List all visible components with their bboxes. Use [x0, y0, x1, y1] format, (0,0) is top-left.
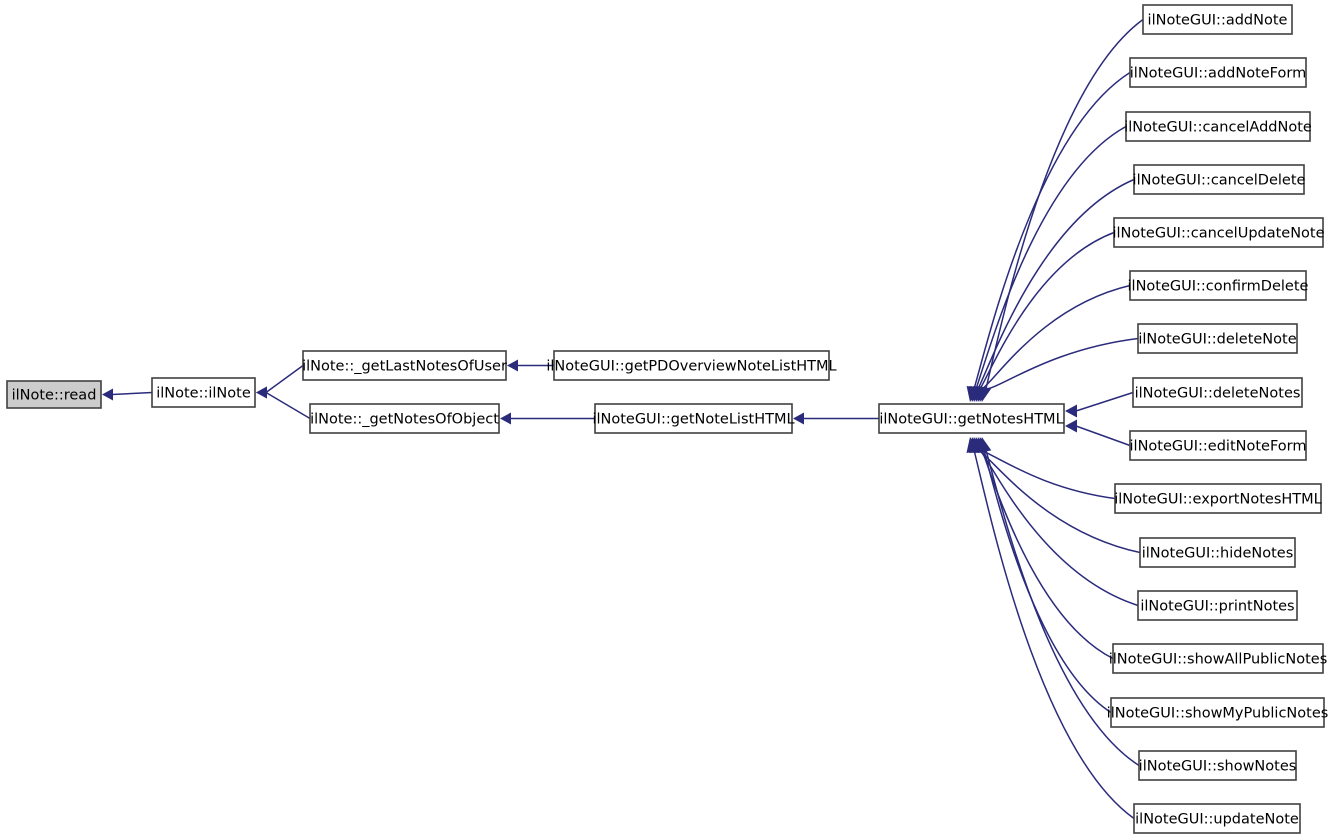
- node-getLastNotesOfUser[interactable]: ilNote::_getLastNotesOfUser: [302, 350, 507, 381]
- node-box-deleteNote[interactable]: [1137, 323, 1298, 354]
- node-label-cancelAddNote: ilNoteGUI::cancelAddNote: [1124, 120, 1312, 136]
- node-layer: ilNote::read ilNote::ilNote ilNote::_getLa…: [6, 4, 1329, 834]
- edge-arrowhead: [966, 437, 980, 453]
- edge-addNoteForm-to-getNotesHTML: [966, 71, 1131, 402]
- node-label-getNotesOfObject: ilNote::_getNotesOfObject: [310, 412, 499, 428]
- node-label-getPDOverviewNoteListHTML: ilNoteGUI::getPDOverviewNoteListHTML: [546, 359, 836, 375]
- node-deleteNote[interactable]: ilNoteGUI::deleteNote: [1137, 323, 1298, 354]
- node-updateNote[interactable]: ilNoteGUI::updateNote: [1133, 803, 1301, 834]
- node-label-confirmDelete: ilNoteGUI::confirmDelete: [1128, 279, 1309, 295]
- node-label-addNote: ilNoteGUI::addNote: [1148, 13, 1288, 29]
- node-label-deleteNotes: ilNoteGUI::deleteNotes: [1135, 386, 1301, 402]
- node-ilNote[interactable]: ilNote::ilNote: [151, 377, 256, 408]
- edge-printNotes-to-getNotesHTML: [972, 437, 1139, 607]
- node-box-getNoteListHTML[interactable]: [594, 403, 793, 434]
- node-showMyPublicNotes[interactable]: ilNoteGUI::showMyPublicNotes: [1107, 697, 1329, 728]
- node-label-cancelDelete: ilNoteGUI::cancelDelete: [1133, 173, 1306, 189]
- node-box-cancelDelete[interactable]: [1133, 164, 1305, 195]
- node-label-deleteNote: ilNoteGUI::deleteNote: [1138, 332, 1296, 348]
- edge-arrowhead: [1065, 404, 1077, 418]
- edge-getNotesOfObject-to-ilNote: [256, 386, 311, 420]
- node-printNotes[interactable]: ilNoteGUI::printNotes: [1137, 590, 1298, 621]
- edge-ilNote-to-read: [102, 388, 153, 401]
- node-box-showMyPublicNotes[interactable]: [1110, 697, 1325, 728]
- node-label-showAllPublicNotes: ilNoteGUI::showAllPublicNotes: [1109, 652, 1328, 668]
- node-confirmDelete[interactable]: ilNoteGUI::confirmDelete: [1128, 270, 1309, 301]
- edge-arrowhead: [1065, 419, 1077, 433]
- node-box-getNotesOfObject[interactable]: [309, 403, 500, 434]
- node-getNotesHTML[interactable]: ilNoteGUI::getNotesHTML: [878, 403, 1065, 434]
- node-label-getNotesHTML: ilNoteGUI::getNotesHTML: [879, 412, 1063, 428]
- node-box-addNoteForm[interactable]: [1129, 57, 1307, 88]
- edge-showNotes-to-getNotesHTML: [978, 437, 1140, 767]
- node-box-read[interactable]: [6, 380, 102, 409]
- node-label-cancelUpdateNote: ilNoteGUI::cancelUpdateNote: [1112, 226, 1324, 242]
- edge-arrowhead: [976, 385, 990, 402]
- node-box-addNote[interactable]: [1142, 4, 1293, 35]
- edge-arrowhead: [102, 388, 113, 401]
- edge-arrowhead: [978, 437, 992, 454]
- edge-layer: [102, 18, 1144, 820]
- node-label-showNotes: ilNoteGUI::showNotes: [1139, 759, 1297, 775]
- node-box-deleteNotes[interactable]: [1132, 377, 1303, 408]
- node-label-read: ilNote::read: [12, 388, 97, 404]
- node-box-getPDOverviewNoteListHTML[interactable]: [553, 350, 830, 381]
- node-box-printNotes[interactable]: [1137, 590, 1298, 621]
- node-box-editNoteForm[interactable]: [1129, 430, 1307, 461]
- edge-getPDOverviewNoteListHTML-to-getLastNotesOfUser: [507, 359, 554, 372]
- node-label-exportNotesHTML: ilNoteGUI::exportNotesHTML: [1114, 492, 1321, 508]
- edge-deleteNote-to-getNotesHTML: [976, 337, 1139, 402]
- node-addNoteForm[interactable]: ilNoteGUI::addNoteForm: [1129, 57, 1307, 88]
- node-addNote[interactable]: ilNoteGUI::addNote: [1142, 4, 1293, 35]
- node-cancelUpdateNote[interactable]: ilNoteGUI::cancelUpdateNote: [1112, 217, 1325, 248]
- node-label-ilNote: ilNote::ilNote: [156, 386, 251, 402]
- edge-arrowhead: [793, 412, 804, 425]
- node-label-addNoteForm: ilNoteGUI::addNoteForm: [1130, 66, 1306, 82]
- node-cancelDelete[interactable]: ilNoteGUI::cancelDelete: [1133, 164, 1306, 195]
- node-box-confirmDelete[interactable]: [1129, 270, 1307, 301]
- node-label-editNoteForm: ilNoteGUI::editNoteForm: [1130, 439, 1307, 455]
- node-box-showNotes[interactable]: [1138, 750, 1297, 781]
- node-exportNotesHTML[interactable]: ilNoteGUI::exportNotesHTML: [1114, 483, 1322, 514]
- node-box-cancelAddNote[interactable]: [1125, 111, 1311, 142]
- node-hideNotes[interactable]: ilNoteGUI::hideNotes: [1139, 537, 1296, 568]
- node-label-updateNote: ilNoteGUI::updateNote: [1135, 812, 1299, 828]
- edge-getNotesHTML-to-getNoteListHTML: [793, 412, 879, 425]
- node-box-getLastNotesOfUser[interactable]: [302, 350, 507, 381]
- node-showAllPublicNotes[interactable]: ilNoteGUI::showAllPublicNotes: [1109, 643, 1328, 674]
- node-label-getNoteListHTML: ilNoteGUI::getNoteListHTML: [592, 412, 794, 428]
- node-label-getLastNotesOfUser: ilNote::_getLastNotesOfUser: [302, 359, 507, 375]
- node-box-updateNote[interactable]: [1133, 803, 1301, 834]
- node-getPDOverviewNoteListHTML[interactable]: ilNoteGUI::getPDOverviewNoteListHTML: [546, 350, 837, 381]
- edge-updateNote-to-getNotesHTML: [966, 437, 1135, 820]
- node-box-showAllPublicNotes[interactable]: [1112, 643, 1324, 674]
- node-box-hideNotes[interactable]: [1139, 537, 1296, 568]
- node-label-hideNotes: ilNoteGUI::hideNotes: [1142, 546, 1294, 562]
- node-getNotesOfObject[interactable]: ilNote::_getNotesOfObject: [309, 403, 500, 434]
- node-deleteNotes[interactable]: ilNoteGUI::deleteNotes: [1132, 377, 1303, 408]
- node-read[interactable]: ilNote::read: [6, 380, 102, 409]
- node-box-getNotesHTML[interactable]: [878, 403, 1065, 434]
- node-label-printNotes: ilNoteGUI::printNotes: [1140, 599, 1294, 615]
- node-box-cancelUpdateNote[interactable]: [1113, 217, 1324, 248]
- edge-getNoteListHTML-to-getNotesOfObject: [500, 412, 595, 425]
- node-cancelAddNote[interactable]: ilNoteGUI::cancelAddNote: [1124, 111, 1312, 142]
- edge-arrowhead: [256, 386, 267, 399]
- node-getNoteListHTML[interactable]: ilNoteGUI::getNoteListHTML: [592, 403, 795, 434]
- node-box-exportNotesHTML[interactable]: [1114, 483, 1322, 514]
- node-editNoteForm[interactable]: ilNoteGUI::editNoteForm: [1129, 430, 1307, 461]
- edge-arrowhead: [507, 359, 518, 372]
- node-box-ilNote[interactable]: [151, 377, 256, 408]
- node-showNotes[interactable]: ilNoteGUI::showNotes: [1138, 750, 1297, 781]
- node-label-showMyPublicNotes: ilNoteGUI::showMyPublicNotes: [1107, 706, 1329, 722]
- edge-arrowhead: [500, 412, 511, 425]
- edge-deleteNotes-to-getNotesHTML: [1065, 391, 1134, 418]
- edge-editNoteForm-to-getNotesHTML: [1065, 419, 1131, 447]
